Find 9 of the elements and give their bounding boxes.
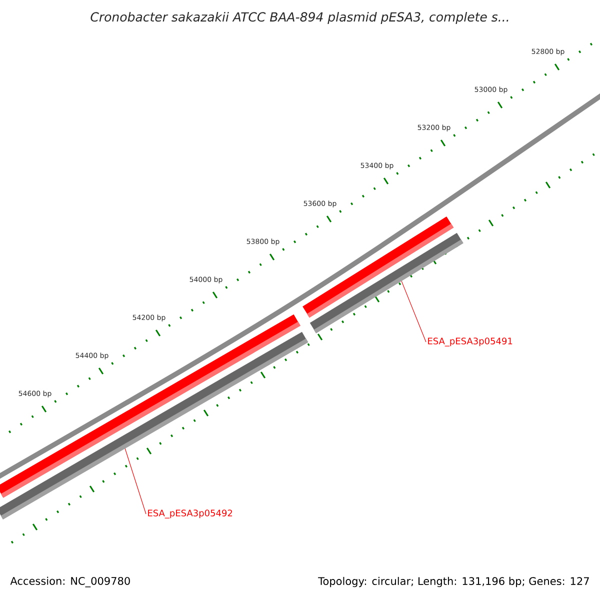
gene-label: ESA_pESA3p05491 (428, 338, 512, 346)
orf-bar (0, 332, 308, 520)
summary-text: Topology: circular; Length: 131,196 bp; Genes: 127 (318, 576, 589, 588)
leader-line (124, 448, 146, 514)
orf-bar (310, 232, 464, 334)
title: Cronobacter sakazakii ATCC BAA-894 plasmid pESA3, complete s... (90, 12, 508, 24)
gene-label: ESA_pESA3p05492 (148, 510, 232, 518)
leader-line (401, 280, 426, 342)
accession-text: Accession: NC_009780 (10, 576, 130, 588)
